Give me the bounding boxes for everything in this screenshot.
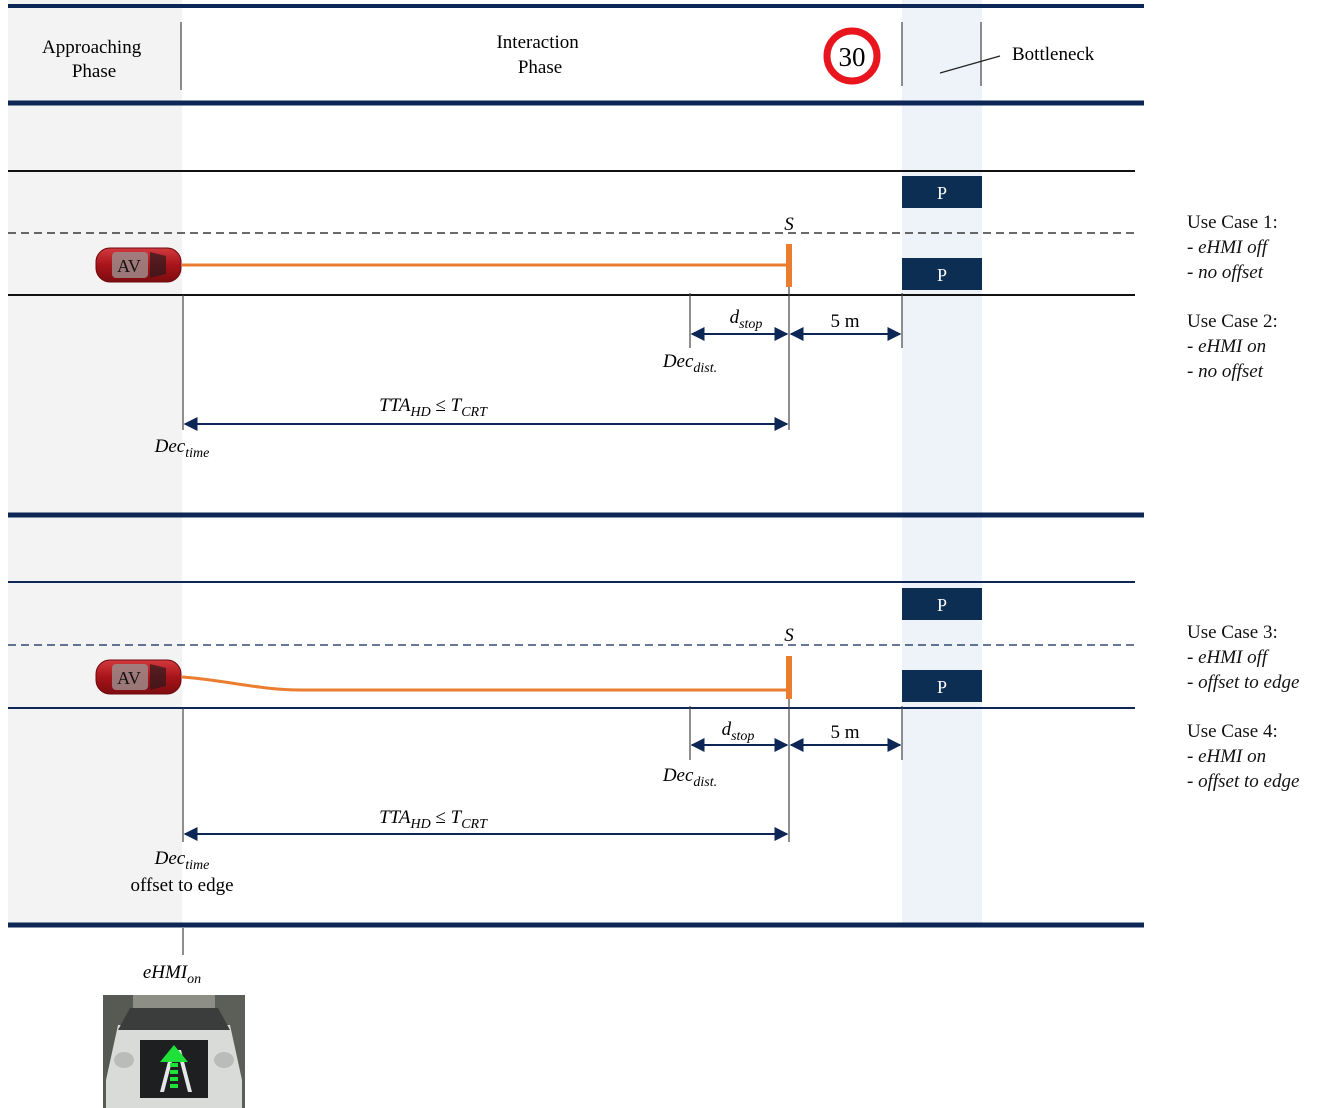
av-car-icon: AV (95, 659, 182, 695)
av-label: AV (117, 256, 141, 276)
av-label: AV (117, 668, 141, 688)
use-case-item: - eHMI off (1187, 237, 1268, 258)
use-case-item: - offset to edge (1187, 672, 1300, 693)
scenario-2: P P S AV dstop 5 m Decdist. TTAHD ≤ TCRT… (8, 581, 1135, 896)
parking-spot-2: P (902, 670, 982, 702)
use-case-item: - no offset (1187, 262, 1263, 283)
use-case-title: Use Case 2: (1187, 311, 1278, 332)
bottleneck-leader-line (939, 55, 1001, 74)
dec-time-label: Dectime (154, 436, 210, 461)
svg-text:P: P (937, 595, 947, 615)
interaction-phase-label: Interaction Phase (496, 32, 583, 78)
parking-spot-1: P (902, 176, 982, 208)
gap-label: 5 m (830, 722, 859, 743)
use-case-2: Use Case 2: - eHMI on - no offset (1187, 309, 1278, 384)
d-stop-label: dstop (730, 307, 763, 332)
approaching-phase-label: Approaching Phase (42, 37, 146, 82)
svg-text:P: P (937, 265, 947, 285)
header: Approaching Phase Interaction Phase 30 B… (8, 4, 1144, 106)
use-case-title: Use Case 3: (1187, 622, 1278, 643)
ehmi-on-label: eHMIon (143, 962, 201, 987)
av-car-icon: AV (95, 247, 182, 283)
parking-spot-1: P (902, 588, 982, 620)
bottleneck-label: Bottleneck (1012, 44, 1095, 65)
approaching-phase-region (8, 0, 182, 925)
use-case-item: - no offset (1187, 361, 1263, 382)
use-case-item: - eHMI off (1187, 647, 1268, 668)
stop-line (786, 244, 792, 287)
parking-spot-2: P (902, 258, 982, 290)
use-case-item: - offset to edge (1187, 771, 1300, 792)
use-case-title: Use Case 4: (1187, 721, 1278, 742)
speed-limit-value: 30 (839, 42, 866, 72)
use-case-item: - eHMI on (1187, 746, 1267, 767)
use-case-3: Use Case 3: - eHMI off - offset to edge (1187, 620, 1299, 695)
dec-dist-label: Decdist. (662, 351, 717, 376)
av-trajectory-offset (181, 675, 788, 692)
tta-label: TTAHD ≤ TCRT (379, 807, 488, 832)
svg-text:P: P (937, 677, 947, 697)
use-case-4: Use Case 4: - eHMI on - offset to edge (1187, 719, 1299, 794)
speed-limit-sign-icon: 30 (823, 27, 881, 85)
scenario-1: P P S AV dstop 5 m Decdist. TTAHD ≤ TCRT… (8, 170, 1135, 461)
use-case-item: - eHMI on (1187, 336, 1267, 357)
use-case-title: Use Case 1: (1187, 212, 1278, 233)
stop-label: S (784, 625, 794, 646)
use-case-1: Use Case 1: - eHMI off - no offset (1187, 210, 1278, 285)
dec-time-note: offset to edge (130, 875, 233, 896)
tta-label: TTAHD ≤ TCRT (379, 395, 488, 420)
svg-text:P: P (937, 183, 947, 203)
bottleneck-region (902, 0, 982, 925)
d-stop-label: dstop (722, 719, 755, 744)
stop-line (786, 656, 792, 699)
dec-time-label: Dectime (154, 848, 210, 873)
gap-label: 5 m (830, 311, 859, 332)
stop-label: S (784, 214, 794, 235)
ehmi-vehicle-front-arrow-icon (103, 995, 245, 1108)
dec-dist-label: Decdist. (662, 765, 717, 790)
